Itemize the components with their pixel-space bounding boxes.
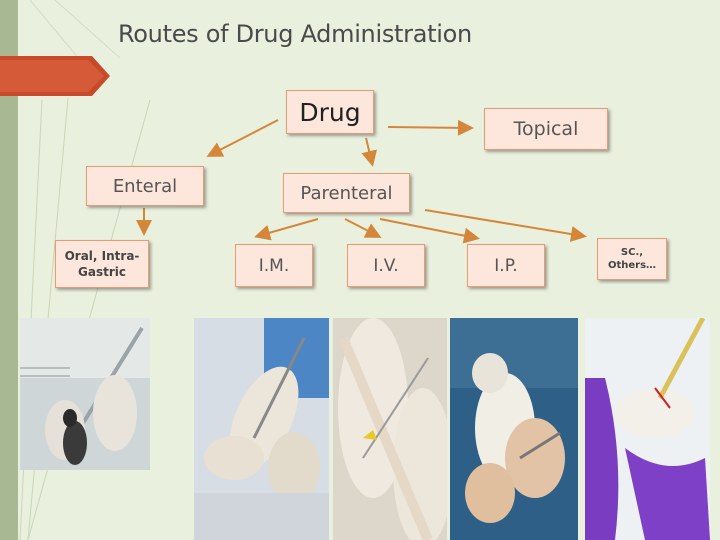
- sc-injection-photo: [585, 318, 710, 540]
- im-box: I.M.: [235, 244, 313, 287]
- topical-box: Topical: [484, 108, 608, 150]
- ip-injection-photo: [450, 318, 578, 540]
- left-accent-strip: [0, 0, 18, 540]
- oral-gavage-photo: [20, 318, 150, 470]
- drug-box: Drug: [286, 90, 374, 134]
- im-injection-photo: [194, 318, 329, 540]
- ip-box: I.P.: [467, 244, 545, 287]
- parenteral-box: Parenteral: [283, 173, 410, 213]
- slide-title: Routes of Drug Administration: [118, 20, 472, 48]
- sc-others-box: SC., Others…: [597, 238, 667, 280]
- iv-injection-photo: [333, 318, 447, 540]
- iv-box: I.V.: [347, 244, 425, 287]
- oral-intragastric-box: Oral, Intra- Gastric: [55, 240, 149, 288]
- title-arrow-icon: [0, 56, 110, 96]
- enteral-box: Enteral: [86, 166, 204, 206]
